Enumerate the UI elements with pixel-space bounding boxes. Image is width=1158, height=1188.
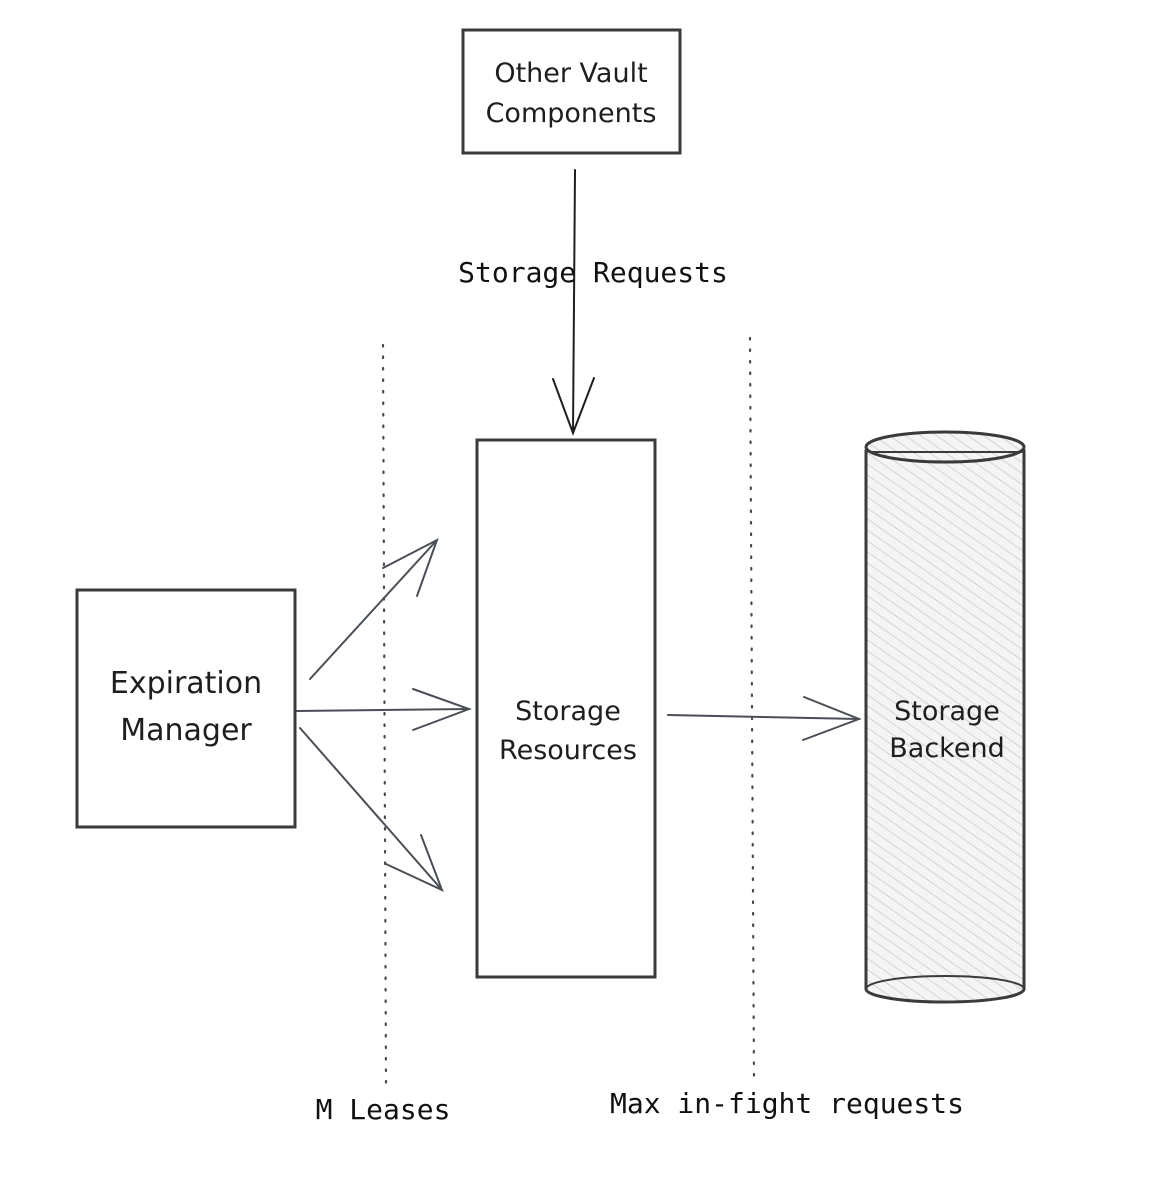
storage-backend-node: Storage Backend — [864, 430, 1026, 1004]
expiration-manager-label-line2: Manager — [120, 713, 252, 748]
expiration-manager-node: Expiration Manager — [75, 588, 297, 829]
m-leases-boundary-line — [381, 343, 388, 1087]
resources-to-backend-head — [802, 696, 862, 741]
arrow-down-shaft — [299, 727, 443, 891]
arrow-middle-head — [412, 688, 472, 731]
arrow-up-head — [382, 537, 439, 597]
other-vault-components-label-line1: Other Vault — [494, 58, 647, 89]
storage-requests-arrow-shaft — [572, 169, 576, 434]
storage-resources-node: Storage Resources — [475, 438, 657, 979]
arrow-down-head — [385, 834, 444, 892]
expiration-to-resources-arrow-down — [299, 727, 444, 892]
expiration-manager-label-line1: Expiration — [110, 666, 262, 701]
other-vault-components-box — [461, 28, 682, 155]
storage-requests-arrow — [552, 169, 595, 436]
expiration-to-resources-arrow-up — [309, 537, 439, 680]
expiration-manager-box — [75, 588, 297, 829]
arrow-up-shaft — [309, 539, 438, 680]
max-in-flight-label: Max in-fight requests — [610, 1087, 964, 1120]
storage-backend-cylinder-body — [864, 449, 1026, 1004]
storage-backend-label-line1: Storage — [894, 696, 1000, 727]
resources-to-backend-shaft — [667, 714, 860, 720]
storage-resources-box — [475, 438, 657, 979]
expiration-to-resources-arrow-middle — [296, 688, 472, 731]
m-leases-label: M Leases — [316, 1093, 451, 1126]
max-in-flight-boundary-line — [748, 336, 756, 1082]
other-vault-components-node: Other Vault Components — [461, 28, 682, 155]
storage-backend-label-line2: Backend — [889, 733, 1004, 764]
other-vault-components-label-line2: Components — [486, 98, 657, 129]
storage-requests-arrowhead — [552, 377, 595, 436]
resources-to-backend-arrow — [667, 696, 862, 741]
storage-resources-label-line2: Resources — [499, 735, 637, 766]
storage-backend-cylinder-bottom-rim — [865, 975, 1025, 990]
arrow-middle-shaft — [296, 708, 470, 712]
storage-requests-label: Storage Requests — [458, 256, 728, 289]
storage-backend-cylinder-top — [864, 430, 1026, 464]
storage-resources-label-line1: Storage — [515, 696, 621, 727]
